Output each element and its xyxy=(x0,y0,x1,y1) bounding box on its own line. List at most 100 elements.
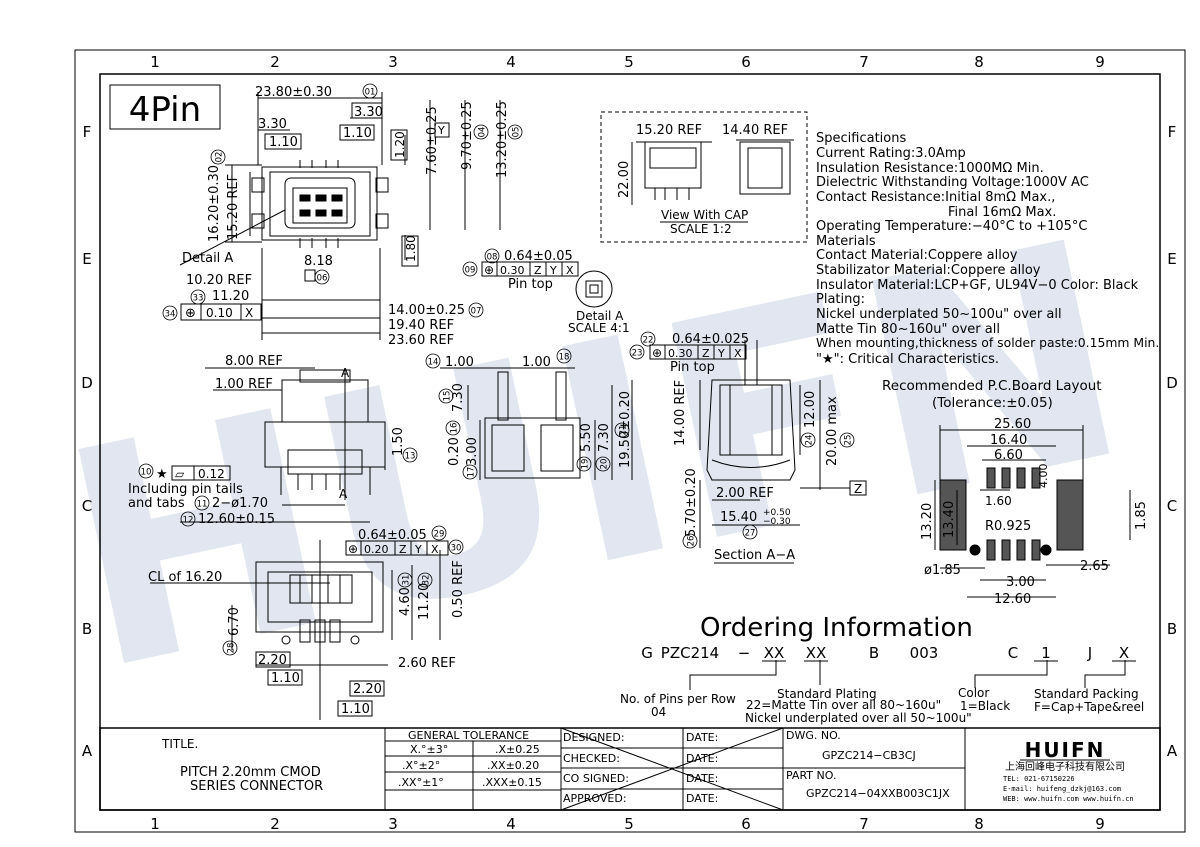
balloon-number: 20 xyxy=(600,459,610,470)
top-view xyxy=(179,92,501,340)
balloon-circle xyxy=(742,524,758,540)
tolerance-angle-1: X.°±3° xyxy=(410,743,448,756)
zone-number-top: 8 xyxy=(974,53,984,71)
spec-line: Contact Material:Coppere alloy xyxy=(816,248,1018,263)
bottom-dim-670: 6.70 xyxy=(227,607,242,636)
balloon-number: 14 xyxy=(428,358,439,368)
cap-view-w2: 14.40 REF xyxy=(722,123,788,138)
section-dim-1540-plus: +0.50 xyxy=(763,508,791,518)
front-dim-550: 5.50 xyxy=(579,423,594,452)
pcb-dim-hole-185: ø1.85 xyxy=(924,563,961,578)
zone-letter-left: C xyxy=(82,497,92,515)
pin-top-1-tol: 0.30 xyxy=(500,264,525,277)
ordering-plating-22: 22=Matte Tin over all 80~160u" xyxy=(746,698,941,712)
balloon-number: 33 xyxy=(193,294,204,304)
side-dim-hole: 2−ø1.70 xyxy=(212,496,268,511)
spec-line: Insulator Material:LCP+GF, UL94V−0 Color… xyxy=(816,278,1139,293)
bottom-dim-1120: 11.20 xyxy=(417,583,432,620)
zone-number-top: 6 xyxy=(741,53,751,71)
pin-top-2-datum-x: X xyxy=(734,347,742,360)
sign-approved: APPROVED: xyxy=(563,792,627,805)
pcb-dim-185: 1.85 xyxy=(1134,501,1149,530)
balloon-circle xyxy=(445,420,461,436)
balloon-number: 23 xyxy=(632,349,643,359)
pcb-dim-1320: 13.20 xyxy=(920,503,935,540)
dim-top-110-a: 1.10 xyxy=(269,135,298,150)
side-section-a-bottom: A xyxy=(339,487,348,501)
detail-a-callout: Detail A xyxy=(182,251,233,266)
zone-number-top: 9 xyxy=(1095,53,1105,71)
dim-top-overall: 23.80±0.30 xyxy=(255,85,332,100)
balloon-circle xyxy=(556,348,572,364)
zone-number-bottom: 1 xyxy=(150,815,160,833)
balloon-circle xyxy=(190,289,206,305)
detail-a-view-scale: SCALE 4:1 xyxy=(568,321,630,335)
balloon-circle xyxy=(402,447,418,463)
title-line-1: PITCH 2.20mm CMOD xyxy=(180,765,321,780)
spec-line: Dielectric Withstanding Voltage:1000V AC xyxy=(816,175,1089,190)
sign-cosigned: CO SIGNED: xyxy=(563,772,629,785)
spec-line: Contact Resistance:Initial 8mΩ Max., xyxy=(816,190,1055,205)
zone-number-bottom: 4 xyxy=(506,815,516,833)
bottom-dim-460: 4.60 xyxy=(398,587,413,616)
balloon-number: 07 xyxy=(471,307,482,317)
company-name: 上海回峰电子科技有限公司 xyxy=(1005,760,1125,773)
balloon-number: 06 xyxy=(317,274,328,284)
dwg-no-label: DWG. NO. xyxy=(786,729,841,742)
side-dim-100-ref: 1.00 REF xyxy=(215,377,273,392)
zone-number-top: 3 xyxy=(388,53,398,71)
ordering-code-segment: X xyxy=(1119,644,1129,662)
pcb-dim-300: 3.00 xyxy=(1006,575,1035,590)
tolerance-angle-3: .XX°±1° xyxy=(398,776,444,789)
pcb-dim-265: 2.65 xyxy=(1080,559,1109,574)
zone-number-bottom: 8 xyxy=(974,815,984,833)
balloon-number: 17 xyxy=(467,467,477,478)
balloon-number: 15 xyxy=(443,391,453,402)
tolerance-header: GENERAL TOLERANCE xyxy=(408,729,529,742)
zone-number-bottom: 9 xyxy=(1095,815,1105,833)
pcb-dim-r0925: R0.925 xyxy=(985,519,1031,534)
bottom-tol-020: 0.20 xyxy=(364,543,389,556)
section-dim-1540-minus: −0.30 xyxy=(763,517,791,527)
title-block-grid xyxy=(99,727,1161,811)
zone-letter-left: B xyxy=(82,620,92,638)
ordering-code-segment: C xyxy=(1008,644,1018,662)
balloon-number: 30 xyxy=(451,544,462,554)
balloon-circle xyxy=(397,572,413,588)
ordering-leaders xyxy=(689,660,1126,690)
pcb-dim-1260: 12.60 xyxy=(994,592,1031,607)
title-line-2: SERIES CONNECTOR xyxy=(190,779,323,794)
spec-line: Insulation Resistance:1000MΩ Min. xyxy=(816,161,1044,176)
bottom-datum-x: X xyxy=(431,543,439,556)
zone-number-bottom: 5 xyxy=(624,815,634,833)
detail-a-view xyxy=(575,270,613,308)
front-dim-020: 0.20 xyxy=(447,437,462,466)
balloon-circle xyxy=(468,302,484,318)
spec-line: Current Rating:3.0Amp xyxy=(816,146,966,161)
bottom-position-symbol: ⊕ xyxy=(348,542,358,556)
pin-top-1-datum-y: Y xyxy=(549,264,557,277)
balloon-circle xyxy=(839,432,855,448)
balloon-circle xyxy=(194,495,210,511)
side-critical-star: ★ xyxy=(156,467,168,482)
dwg-no: GPZC214−CB3CJ xyxy=(822,749,916,762)
pin-top-1-datum-x: X xyxy=(566,264,574,277)
front-dim-100-a: 1.00 xyxy=(445,355,474,370)
ordering-plating-nickel: Nickel underplated over all 50~100u" xyxy=(745,711,972,725)
dim-top-1120: 11.20 xyxy=(212,289,249,304)
balloon-circle xyxy=(473,124,489,140)
balloon-number: 22 xyxy=(643,336,654,346)
balloon-number: 11 xyxy=(197,500,208,510)
pin-top-2-datum-z: Z xyxy=(702,347,710,360)
pin-top-2-label: Pin top xyxy=(670,360,715,375)
company-tel: TEL: 021-67150226 xyxy=(1003,775,1075,783)
section-dim-1400-ref: 14.00 REF xyxy=(673,380,688,446)
spec-line: Final 16mΩ Max. xyxy=(948,205,1056,220)
cap-view-label: View With CAP xyxy=(661,208,748,222)
dim-top-330-a: 3.30 xyxy=(258,117,287,132)
